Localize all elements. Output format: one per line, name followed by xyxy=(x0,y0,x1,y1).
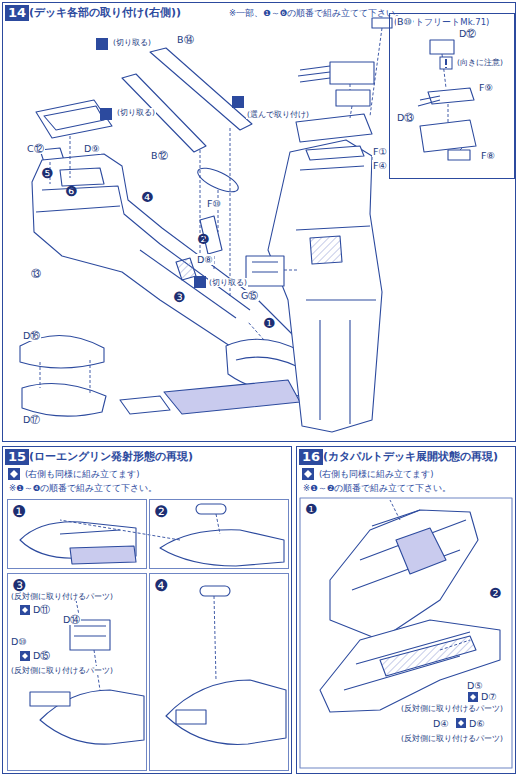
part-label: D④ xyxy=(432,718,450,729)
section-number: 16 xyxy=(299,449,323,465)
callout-number: ❸ xyxy=(172,290,187,305)
callout-number: ❶ xyxy=(304,502,319,517)
section-text: ※❶～❷の順番で組み立てて下さい。 xyxy=(303,483,451,494)
part-label: (向きに注意) xyxy=(456,58,504,67)
section-text: (デッキ各部の取り付け(右側)) xyxy=(29,6,181,20)
callout-number: ❹ xyxy=(140,190,155,205)
part-label: D⑫ xyxy=(458,28,477,39)
part-label: B⑭ xyxy=(176,34,195,45)
part-label: F⑧ xyxy=(480,150,496,161)
part-label: D⑰ xyxy=(22,414,41,425)
part-label: B⑩ xyxy=(396,16,413,27)
step-panel: ❷ xyxy=(149,499,289,569)
part-label: F⑩ xyxy=(206,198,222,209)
step-number: ❷ xyxy=(154,503,168,521)
section-text: (右側も同様に組み立てます) xyxy=(25,469,140,480)
part-label: B⑫ xyxy=(150,150,169,161)
step-number: ❹ xyxy=(154,577,168,595)
section-text: ※❶～❹の順番で組み立てて下さい。 xyxy=(9,483,157,494)
callout-number: ❺ xyxy=(40,166,55,181)
part-label: (反対側に取り付けるパーツ) xyxy=(10,592,114,601)
part-label: ⑬ xyxy=(30,268,42,279)
part-label: C⑫ xyxy=(26,143,45,154)
step-panel: (ゴットフリートMk.71) xyxy=(389,13,515,179)
part-label: D⑯ xyxy=(22,330,41,341)
callout-number: ❷ xyxy=(196,232,211,247)
part-label: F① xyxy=(372,146,388,157)
part-label: (切り取る) xyxy=(112,38,152,47)
callout-number: ❶ xyxy=(262,316,277,331)
section-text: (カタパルトデッキ展開状態の再現) xyxy=(323,450,498,464)
part-label: D⑨ xyxy=(83,143,101,154)
step-panel: ❹ xyxy=(149,573,289,771)
part-label: F⑨ xyxy=(478,82,494,93)
part-label: F④ xyxy=(372,160,388,171)
part-label: D⑭ xyxy=(62,614,81,625)
part-label: D⑦ xyxy=(480,691,498,702)
part-label: (切り取る) xyxy=(116,108,156,117)
part-label: D⑪ xyxy=(32,604,51,615)
part-label: D⑤ xyxy=(466,680,484,691)
part-label: D⑮ xyxy=(32,650,51,661)
section-text: (右側も同様に組み立てます) xyxy=(319,469,434,480)
callout-number: ❻ xyxy=(64,184,79,199)
part-label: (反対側に取り付けるパーツ) xyxy=(400,734,504,743)
part-label: (反対側に取り付けるパーツ) xyxy=(10,666,114,675)
callout-number: ❷ xyxy=(488,586,503,601)
step-panel: ❶ xyxy=(7,499,147,569)
part-label: D⑬ xyxy=(396,112,415,123)
part-label: G⑮ xyxy=(240,290,259,301)
section-number: 14 xyxy=(5,5,29,21)
part-label: (反対側に取り付けるパーツ) xyxy=(400,704,504,713)
part-label: D⑥ xyxy=(468,718,486,729)
section-text: ※一部、❶～❻の順番で組み立てて下さい。 xyxy=(229,8,404,19)
section-text: (ローエングリン発射形態の再現) xyxy=(29,450,193,464)
part-label: D⑩ xyxy=(10,636,28,647)
section-panel: 14(デッキ各部の取り付け(右側)) ※一部、❶～❻の順番で組み立てて下さい。(ゴ… xyxy=(2,2,516,442)
part-label: D⑧ xyxy=(196,254,214,265)
part-label: (切り取る) xyxy=(208,278,248,287)
part-label: (選んで取り付け) xyxy=(246,110,310,119)
step-number: ❶ xyxy=(12,503,26,521)
section-number: 15 xyxy=(5,449,29,465)
